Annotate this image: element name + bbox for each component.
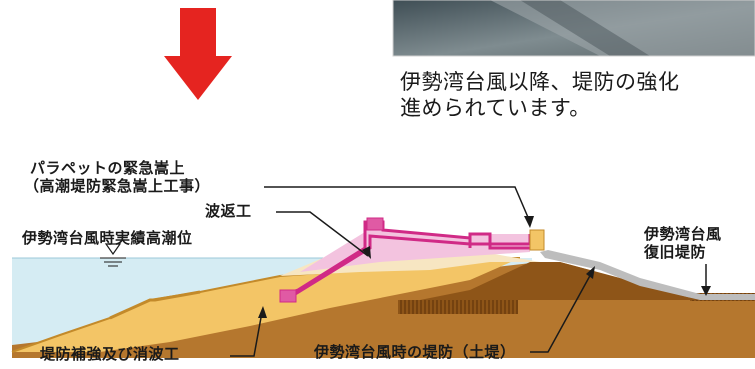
concrete-wall (540, 250, 755, 300)
reinforcement-fill (12, 258, 520, 352)
caption-line-2: 進められています。 (400, 96, 591, 120)
high-tide-marker-icon (100, 243, 126, 267)
label-wave-return: 波返工 (205, 202, 252, 220)
label-restored-levee-2: 復旧堤防 (644, 243, 707, 261)
label-reinforcement: 堤防補強及び消波工 (40, 345, 180, 363)
label-parapet-raise: パラペットの緊急嵩上 (30, 159, 186, 177)
down-arrow-icon (164, 8, 232, 100)
leader-arrowheads (258, 216, 711, 318)
label-emergency-works: （高潮堤防緊急嵩上工事） (24, 177, 211, 195)
leader-lines (230, 186, 707, 357)
label-restored-levee-1: 伊勢湾台風 (644, 225, 722, 243)
wave-return-cap (529, 229, 545, 251)
caption-line-1: 伊勢湾台風以降、堤防の強化 (400, 70, 680, 94)
label-typhoon-era-levee: 伊勢湾台風時の堤防（土堤） (314, 343, 516, 361)
typhoon-era-levee (420, 262, 700, 300)
seawall-photo (392, 0, 755, 57)
old-levee-hatch (398, 300, 518, 314)
label-high-tide-level: 伊勢湾台風時実績高潮位 (22, 229, 193, 247)
